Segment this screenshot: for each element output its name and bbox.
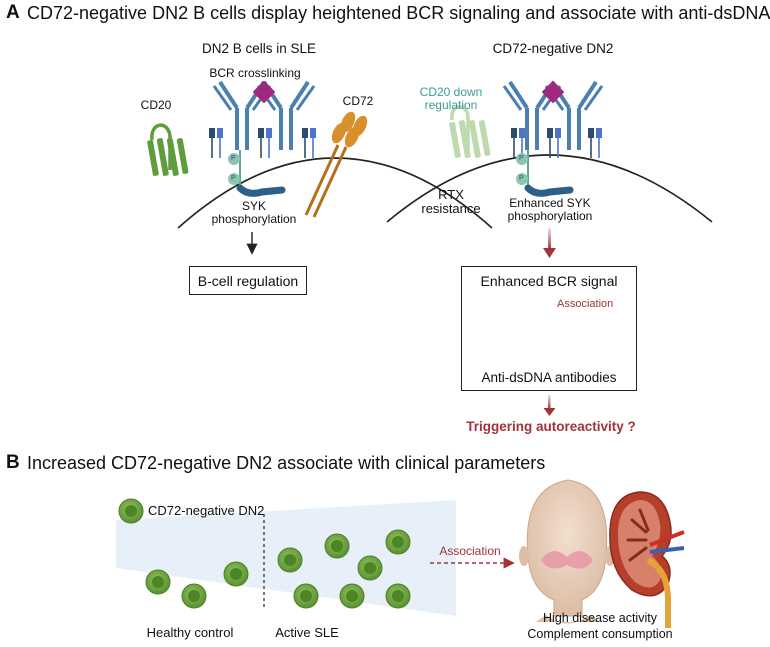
right-coreceptor-3 <box>587 127 603 159</box>
cd20-label: CD20 <box>140 98 172 112</box>
dn2-cell <box>277 547 303 573</box>
phospho-label-right-1: P <box>519 155 524 162</box>
phospho-dot-right-1 <box>516 153 528 165</box>
right-membrane <box>386 154 713 223</box>
enhanced-syk-line2: phosphorylation <box>507 209 593 223</box>
syk-label-line2: phosphorylation <box>211 212 297 226</box>
syk-kinase-right <box>524 184 574 197</box>
legend-label: CD72-negative DN2 <box>148 503 265 518</box>
outcome-line2: Complement consumption <box>527 627 673 641</box>
dn2-cell <box>339 583 365 609</box>
anti-dsdna-label: Anti-dsDNA antibodies <box>481 370 617 385</box>
syk-label-line1: SYK <box>241 199 267 213</box>
enhanced-syk-line1: Enhanced SYK <box>509 196 591 210</box>
phospho-label-right-2: P <box>519 175 524 182</box>
association-label-b: Association <box>439 544 501 558</box>
panel-b-letter: B <box>6 452 20 473</box>
syk-kinase <box>236 184 286 197</box>
dn2-cell <box>145 569 171 595</box>
dn2-cells <box>145 529 411 609</box>
enhanced-bcr-signal-label: Enhanced BCR signal <box>480 273 618 289</box>
dn2-cell <box>223 561 249 587</box>
phospho-dot-1 <box>228 153 240 165</box>
association-label-a: Association <box>557 298 614 310</box>
right-coreceptor-2 <box>546 127 562 159</box>
triggering-autoreactivity-label: Triggering autoreactivity ? <box>466 419 636 434</box>
phospho-label-1: P <box>231 155 236 162</box>
dn2-cell <box>357 555 383 581</box>
left-heading: DN2 B cells in SLE <box>201 41 317 56</box>
dn2-cell <box>385 529 411 555</box>
dn2-cell <box>181 583 207 609</box>
cd20-down-label-line2: regulation <box>424 98 478 112</box>
left-membrane <box>177 157 493 229</box>
dn2-cell <box>324 533 350 559</box>
rtx-label-line1: RTX <box>438 187 464 202</box>
legend-cell-icon <box>118 498 144 524</box>
left-cell-diagram <box>147 80 493 255</box>
panel-a-title: CD72-negative DN2 B cells display height… <box>27 3 770 23</box>
b-cell-regulation-box: B-cell regulation <box>189 266 307 295</box>
phospho-dot-right-2 <box>516 173 528 185</box>
bcr-crosslinking-label: BCR crosslinking <box>209 66 301 80</box>
dn2-cell <box>385 583 411 609</box>
left-coreceptor-3 <box>301 127 317 159</box>
cd20-receptor <box>147 123 189 176</box>
cd72-receptor <box>304 111 368 218</box>
left-coreceptor-1 <box>208 127 224 159</box>
figure-canvas <box>116 80 713 628</box>
healthy-control-label: Healthy control <box>146 625 234 640</box>
outcome-line1: High disease activity <box>543 611 657 625</box>
b-cell-regulation-label: B-cell regulation <box>197 272 299 289</box>
panel-a-letter: A <box>6 2 20 23</box>
dn2-cell <box>293 583 319 609</box>
cd72-label: CD72 <box>342 94 374 108</box>
phospho-label-2: P <box>231 175 236 182</box>
kidney-icon <box>609 491 685 628</box>
antigen-diamond <box>252 80 276 104</box>
patient-head-icon <box>519 479 615 624</box>
bcr-signal-box <box>461 266 637 391</box>
panel-b-title: Increased CD72-negative DN2 associate wi… <box>27 453 546 473</box>
rtx-label-line2: resistance <box>421 201 481 216</box>
right-heading: CD72-negative DN2 <box>492 41 614 56</box>
antigen-diamond-right <box>541 80 565 104</box>
left-coreceptor-2 <box>257 127 273 159</box>
active-sle-label: Active SLE <box>275 625 339 640</box>
phospho-dot-2 <box>228 173 240 185</box>
cd20-faded-receptor <box>449 105 491 158</box>
cd20-down-label-line1: CD20 down <box>419 85 483 99</box>
